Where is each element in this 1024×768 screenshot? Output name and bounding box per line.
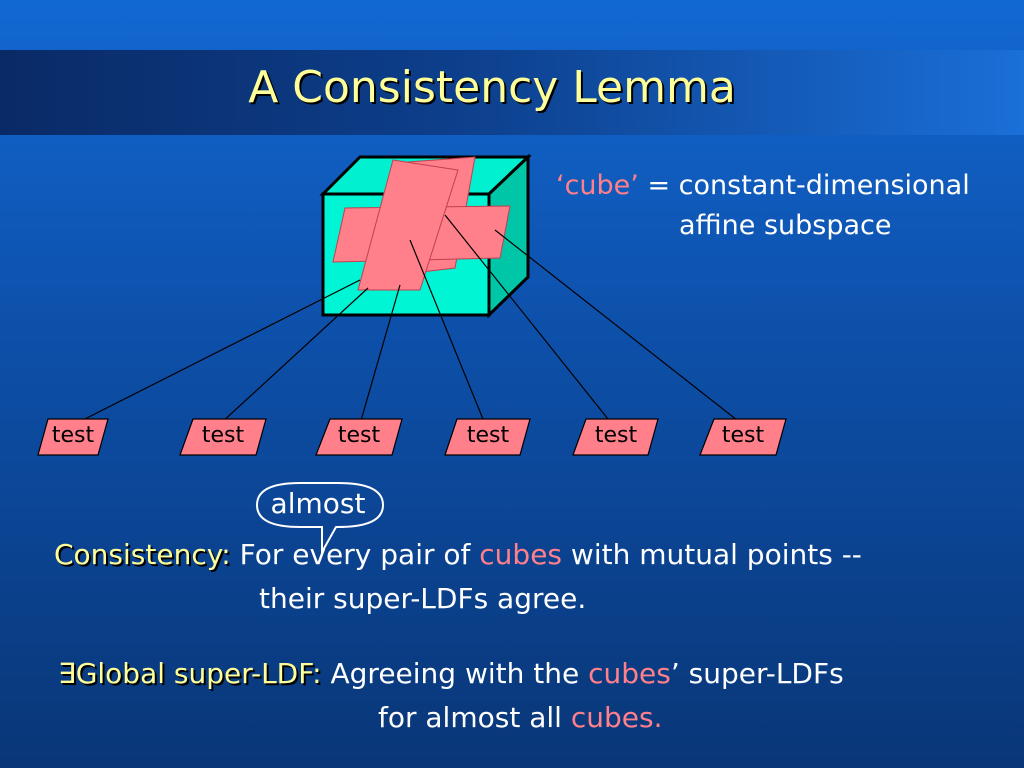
title-band xyxy=(0,50,1024,135)
test-label-6: test xyxy=(721,423,765,448)
test-box-1 xyxy=(37,418,109,456)
almost-bubble xyxy=(255,482,385,556)
test-box-2 xyxy=(179,418,267,456)
test-label-5: test xyxy=(594,423,638,448)
test-label-1: test xyxy=(51,423,95,448)
connector-line-5 xyxy=(444,214,613,425)
consistency-label: Consistency: xyxy=(54,538,231,571)
connector-line-6 xyxy=(494,229,743,425)
almost-callout: almost xyxy=(270,487,366,520)
global-line2-cubes: cubes xyxy=(570,701,654,734)
test-label-4: test xyxy=(466,423,510,448)
test-box-5 xyxy=(572,418,659,456)
global-line-2: for almost all cubes. xyxy=(378,701,662,734)
cube-definition-continuation: affine subspace xyxy=(679,210,892,241)
global-cubes: cubes xyxy=(588,657,671,690)
slide-title: A Consistency Lemma xyxy=(248,62,736,113)
consistency-cubes: cubes xyxy=(479,538,563,571)
test-box-3 xyxy=(315,418,403,456)
test-label-3: test xyxy=(337,423,381,448)
cube-term: ‘cube’ xyxy=(556,170,639,201)
global-line-1: ∃Global super-LDF: Agreeing with the cub… xyxy=(58,657,844,690)
consistency-line-1: Consistency: For every pair of cubes wit… xyxy=(54,538,862,571)
global-text-a: Agreeing with the xyxy=(330,657,589,690)
test-box-6 xyxy=(699,418,787,456)
global-label: ∃Global super-LDF: xyxy=(58,657,322,690)
connector-line-2 xyxy=(219,287,369,425)
connector-line-1 xyxy=(74,279,361,425)
global-line2-text-a: for almost all xyxy=(378,701,571,734)
plane-front xyxy=(357,159,459,291)
global-line2-period: . xyxy=(653,701,663,734)
test-label-2: test xyxy=(201,423,245,448)
test-box-4 xyxy=(444,418,531,456)
connector-line-4 xyxy=(409,239,486,425)
consistency-text-b: with mutual points -- xyxy=(562,538,862,571)
cube-equals: = constant-dimensional xyxy=(638,170,970,201)
global-text-b: ’ super-LDFs xyxy=(670,657,844,690)
cube-definition: ‘cube’ = constant-dimensional xyxy=(556,170,970,201)
connector-line-3 xyxy=(359,284,401,425)
consistency-text-a: For every pair of xyxy=(239,538,480,571)
consistency-line-2: their super-LDFs agree. xyxy=(259,582,587,615)
